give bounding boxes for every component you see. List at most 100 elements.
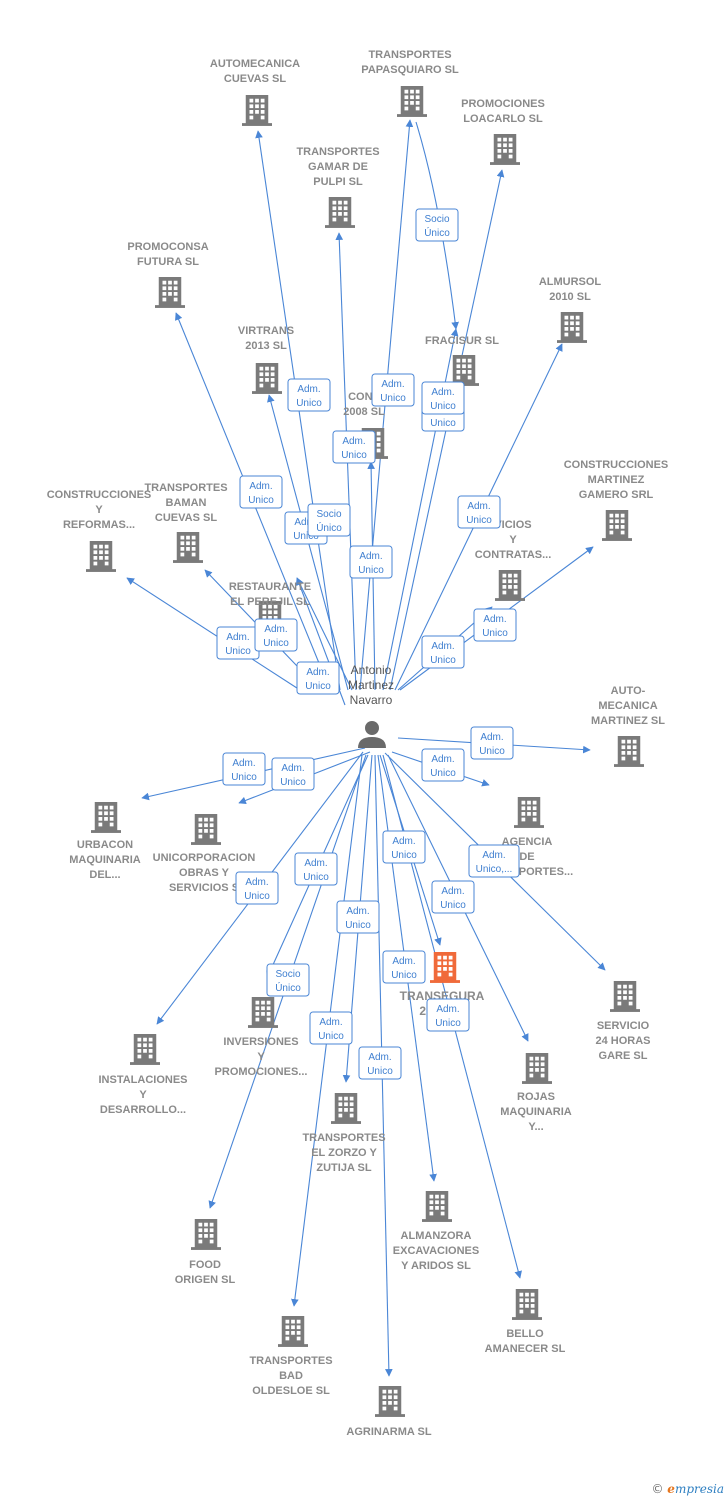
building-icon[interactable] (490, 134, 520, 165)
building-icon[interactable] (512, 1289, 542, 1320)
person-name-line[interactable]: Navarro (350, 693, 393, 707)
building-icon[interactable] (514, 797, 544, 828)
company-label-line[interactable]: CUEVAS SL (155, 512, 217, 524)
relation-badge[interactable]: Adm.Unico (296, 661, 340, 695)
company-label-line[interactable]: EXCAVACIONES (393, 1245, 479, 1257)
company-label-line[interactable]: ORIGEN SL (175, 1274, 236, 1286)
company-label-line[interactable]: CONSTRUCCIONES (564, 459, 669, 471)
relation-badge[interactable]: Adm.Unico (421, 381, 465, 415)
building-icon[interactable] (130, 1034, 160, 1065)
building-icon[interactable] (242, 95, 272, 126)
building-icon[interactable] (449, 355, 479, 386)
building-icon[interactable] (191, 814, 221, 845)
company-label-line[interactable]: INVERSIONES (223, 1036, 298, 1048)
company-label-line[interactable]: Y (95, 504, 103, 516)
company-label-line[interactable]: GAMAR DE (308, 161, 368, 173)
company-label-line[interactable]: CONSTRUCCIONES (47, 489, 152, 501)
person-icon[interactable] (358, 721, 386, 748)
company-label-line[interactable]: DESARROLLO... (100, 1104, 186, 1116)
company-node-baman[interactable]: TRANSPORTES BAMAN CUEVAS SL (144, 482, 228, 563)
relation-badge[interactable]: Adm.Unico (431, 880, 475, 914)
company-label-line[interactable]: AUTOMECANICA (210, 58, 300, 70)
relation-badge[interactable]: Adm.Unico (336, 900, 380, 934)
company-label-line[interactable]: SERVICIOS S (169, 882, 239, 894)
company-label-line[interactable]: TRANSPORTES (249, 1355, 332, 1367)
company-node-urbacon[interactable]: URBACONMAQUINARIADEL... (69, 802, 141, 881)
company-label-line[interactable]: Y (139, 1089, 147, 1101)
company-label-line[interactable]: OLDESLOE SL (252, 1385, 330, 1397)
brand-logo[interactable]: empresia (667, 1482, 724, 1496)
company-node-zorzo[interactable]: TRANSPORTES EL ZORZO Y ZUTIJA SL (302, 1093, 386, 1174)
company-label-line[interactable]: TRANSPORTES (144, 482, 227, 494)
company-label-line[interactable]: BAMAN (166, 497, 207, 509)
company-label-line[interactable]: URBACON (77, 839, 133, 851)
company-label-line[interactable]: ZUTIJA SL (316, 1162, 371, 1174)
company-node-servicios_contratas[interactable]: VICIOSYCONTRATAS... (475, 519, 552, 601)
relation-badge[interactable]: Adm.Unico,... (468, 844, 520, 878)
company-label-line[interactable]: MECANICA (598, 700, 657, 712)
building-icon[interactable] (557, 312, 587, 343)
building-icon[interactable] (375, 1386, 405, 1417)
company-label-line[interactable]: RESTAURANTE (229, 581, 311, 593)
building-icon[interactable] (610, 981, 640, 1012)
building-icon[interactable] (173, 532, 203, 563)
company-label-line[interactable]: PROMOCIONES (461, 98, 545, 110)
company-label-line[interactable]: DEL... (89, 869, 120, 881)
company-label-line[interactable]: LOACARLO SL (463, 113, 543, 125)
building-icon[interactable] (86, 541, 116, 572)
building-icon[interactable] (325, 197, 355, 228)
building-icon[interactable] (331, 1093, 361, 1124)
company-label-line[interactable]: ALMURSOL (539, 276, 602, 288)
relation-badge[interactable]: Adm.Unico (239, 475, 283, 509)
company-label-line[interactable]: EL ZORZO Y (311, 1147, 377, 1159)
company-label-line[interactable]: CONTRATAS... (475, 549, 552, 561)
company-label-line[interactable]: Y (257, 1051, 265, 1063)
company-label-line[interactable]: ROJAS (517, 1091, 555, 1103)
company-label-line[interactable]: Y ARIDOS SL (401, 1260, 471, 1272)
company-label-line[interactable]: TRANSPORTES (302, 1132, 385, 1144)
company-label-line[interactable]: PULPI SL (313, 176, 363, 188)
company-label-line[interactable]: MAQUINARIA (500, 1106, 572, 1118)
company-label-line[interactable]: PAPASQUIARO SL (361, 64, 459, 76)
building-icon[interactable] (422, 1191, 452, 1222)
company-label-line[interactable]: 24 HORAS (595, 1035, 650, 1047)
relation-badge[interactable]: Adm.Unico (254, 618, 298, 652)
company-node-bello[interactable]: BELLO AMANECER SL (485, 1289, 566, 1355)
relation-badge[interactable]: Adm.Unico (271, 757, 315, 791)
company-label-line[interactable]: BELLO (506, 1328, 544, 1340)
company-node-fracisur[interactable]: FRACISUR SL (425, 335, 499, 386)
company-label-line[interactable]: FUTURA SL (137, 256, 199, 268)
building-icon[interactable] (397, 86, 427, 117)
relation-badge[interactable]: Adm.Unico (309, 1011, 353, 1045)
company-label-line[interactable]: AMANECER SL (485, 1343, 566, 1355)
company-node-agrinarma[interactable]: AGRINARMA SL (346, 1386, 432, 1438)
company-node-instalaciones[interactable]: INSTALACIONESYDESARROLLO... (98, 1034, 188, 1116)
company-label-line[interactable]: AUTO- (611, 685, 646, 697)
company-label-line[interactable]: AGRINARMA SL (346, 1426, 431, 1438)
relation-badge[interactable]: Adm.Unico (222, 752, 266, 786)
person-name-line[interactable]: Antonio (351, 663, 392, 677)
relation-badge[interactable]: Adm.Unico (294, 852, 338, 886)
company-label-line[interactable]: DE (519, 851, 534, 863)
company-label-line[interactable]: FRACISUR SL (425, 335, 499, 347)
relation-badge[interactable]: Adm.Unico (426, 998, 470, 1032)
relation-badge[interactable]: Adm.Unico (470, 726, 514, 760)
relation-badge[interactable]: Adm.Unico (332, 430, 376, 464)
building-icon[interactable] (430, 952, 460, 983)
building-icon[interactable] (602, 510, 632, 541)
building-icon[interactable] (155, 277, 185, 308)
relation-badge[interactable]: Adm.Unico (287, 378, 331, 412)
